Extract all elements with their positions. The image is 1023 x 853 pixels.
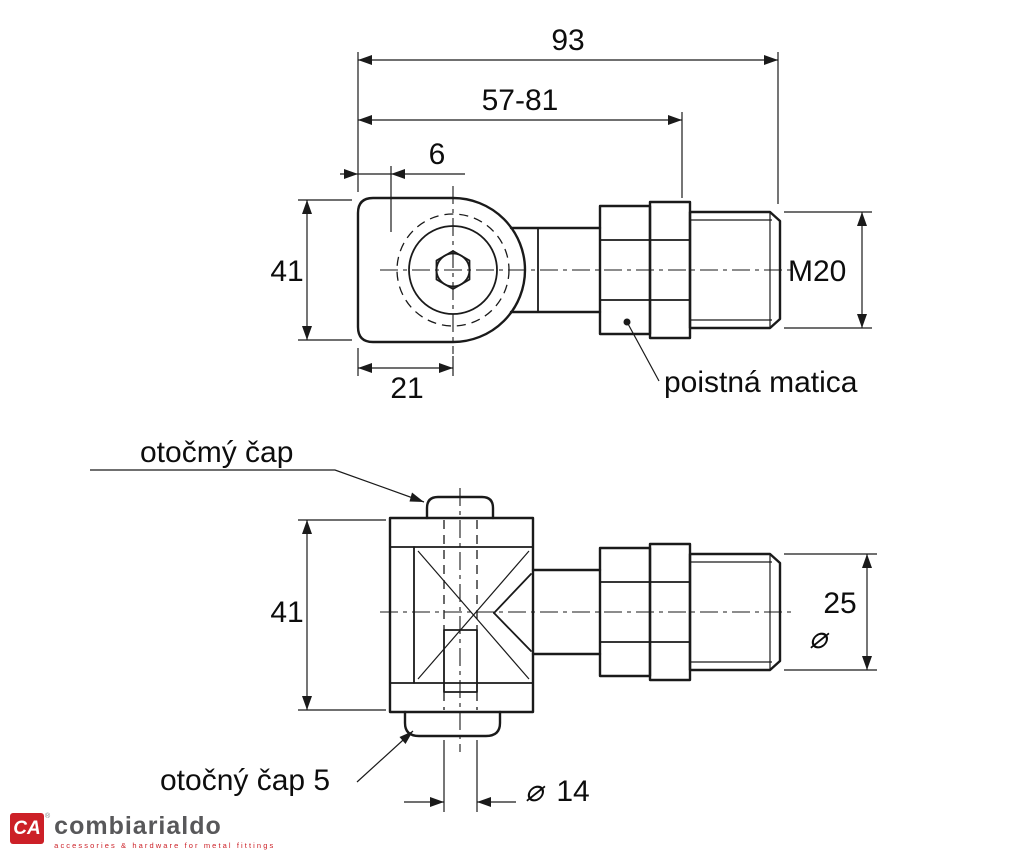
dim-total-length: 93 bbox=[357, 24, 779, 204]
lock-nut-callout: poistná matica bbox=[623, 318, 858, 399]
dim-adjustable-range: 57-81 bbox=[358, 84, 683, 198]
pivot-pin bbox=[403, 495, 502, 738]
u-bracket bbox=[388, 516, 535, 714]
pin-top-cap bbox=[425, 495, 495, 520]
dim-height-top-text: 41 bbox=[270, 255, 303, 288]
bottom-centerlines bbox=[380, 488, 795, 752]
dim-shaft-diameter-text: 25 bbox=[823, 587, 856, 620]
bottom-view: otočmý čap 41 25 ⌀ otočný čap 5 bbox=[90, 436, 877, 812]
pivot-pin-callout: otočmý čap bbox=[90, 436, 425, 503]
brand-logo: CA ® combiarialdo accessories & hardware… bbox=[10, 812, 275, 850]
hinge-plate bbox=[356, 196, 527, 344]
dim-thread-text: M20 bbox=[788, 255, 846, 288]
bottom-threaded-rod bbox=[688, 552, 782, 672]
brand-initials: CA bbox=[13, 817, 41, 839]
bolt-circle-dashed bbox=[396, 213, 510, 327]
ball-cone bbox=[493, 573, 532, 614]
threaded-rod bbox=[688, 210, 782, 330]
bottom-shaft bbox=[531, 568, 602, 656]
hex-socket bbox=[435, 250, 471, 290]
pin-body bbox=[443, 629, 478, 693]
pivot-pin-bottom-callout: otočný čap 5 bbox=[160, 730, 414, 797]
dim-pin-diameter: ⌀ 14 bbox=[404, 740, 590, 812]
brand-name: combiarialdo bbox=[54, 811, 222, 840]
pin-bottom-cap bbox=[403, 710, 502, 738]
dim-offset: 6 bbox=[340, 138, 465, 232]
diameter-symbol: ⌀ bbox=[809, 622, 830, 655]
dim-height-top: 41 bbox=[270, 199, 352, 341]
lock-nut-label: poistná matica bbox=[664, 366, 858, 399]
ball-cone bbox=[493, 612, 532, 652]
pivot-pin-bottom-label: otočný čap 5 bbox=[160, 764, 330, 797]
brand-mark: CA bbox=[10, 812, 44, 844]
top-view: 93 57-81 6 41 bbox=[270, 24, 872, 405]
brand-text: combiarialdo accessories & hardware for … bbox=[54, 813, 275, 850]
dim-shaft-diameter: 25 ⌀ bbox=[784, 553, 877, 671]
pivot-pin-label: otočmý čap bbox=[140, 436, 293, 469]
dim-plate-width: 21 bbox=[357, 348, 454, 405]
top-shaft bbox=[509, 226, 602, 314]
dim-total-length-text: 93 bbox=[551, 24, 584, 57]
knuckle-diagonal bbox=[417, 550, 530, 680]
dim-adjustable-range-text: 57-81 bbox=[482, 84, 559, 117]
dim-height-bottom-text: 41 bbox=[270, 596, 303, 629]
registered-mark: ® bbox=[45, 812, 51, 820]
dim-plate-width-text: 21 bbox=[390, 372, 423, 405]
diameter-symbol: ⌀ bbox=[525, 775, 546, 808]
top-centerlines bbox=[380, 186, 795, 354]
housing-bore-circle bbox=[408, 225, 498, 315]
dim-offset-text: 6 bbox=[429, 138, 446, 171]
dim-thread: M20 bbox=[784, 211, 872, 329]
dim-pin-diameter-text: 14 bbox=[556, 775, 589, 808]
brand-tagline: accessories & hardware for metal fitting… bbox=[54, 840, 276, 850]
dim-height-bottom: 41 bbox=[270, 519, 386, 711]
